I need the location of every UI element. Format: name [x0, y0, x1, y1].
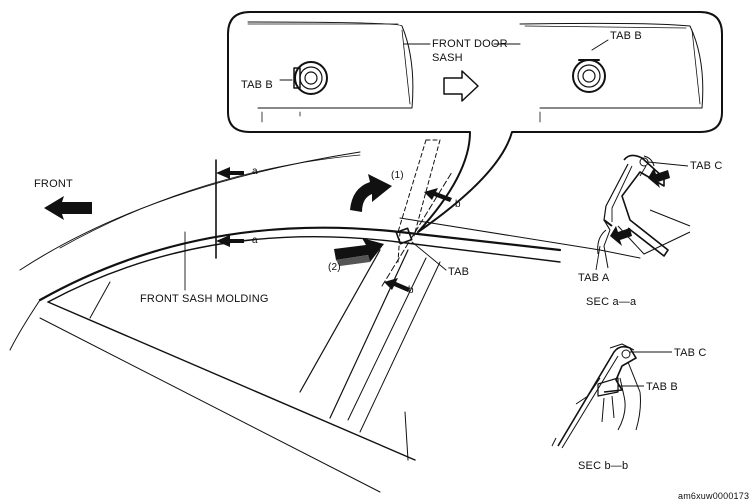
section-aa-push-arrow-bottom: [610, 226, 632, 246]
inset-right-clip: [572, 39, 609, 93]
section-bb-detail: [551, 343, 641, 449]
section-aa-detail: [597, 154, 691, 269]
section-bb-tab-c-label: TAB C: [674, 347, 707, 359]
inset-callout-box: [227, 11, 723, 233]
section-b-top-arrow: [424, 188, 452, 202]
inset-transition-arrow: [443, 70, 479, 102]
dashed-removal-path: [397, 139, 441, 263]
front-sash-molding-label: FRONT SASH MOLDING: [140, 293, 269, 305]
section-aa-tab-a-leader: [595, 245, 601, 271]
section-bb-tab-b-label: TAB B: [646, 381, 678, 393]
figure-code: am6xuw0000173: [678, 491, 750, 501]
section-b-bottom-label: b: [408, 285, 414, 296]
step-2-arrow: [334, 238, 384, 262]
section-aa-tab-a-label: TAB A: [578, 272, 610, 284]
step-1-label: (1): [391, 170, 404, 181]
inset-right-tab-label: TAB B: [610, 30, 642, 42]
front-label: FRONT: [34, 178, 73, 190]
section-b-cut-line: [381, 171, 453, 287]
section-aa-title: SEC a—a: [586, 296, 637, 308]
section-a-top-label: a: [252, 166, 258, 177]
section-a-top-arrow: [216, 167, 244, 179]
step-2-label: (2): [328, 262, 341, 273]
tab-clip-marker: [395, 227, 413, 245]
front-direction-arrow: [44, 196, 92, 220]
door-body-lines: [9, 151, 641, 493]
section-a-bottom-arrow: [216, 235, 244, 247]
section-bb-title: SEC b—b: [578, 460, 629, 472]
section-b-top-label: b: [455, 199, 461, 210]
step-2-arrow-shade: [336, 255, 370, 266]
inset-left-clip: [279, 61, 328, 95]
inset-left-tab-label: TAB B: [241, 79, 273, 91]
section-aa-tab-c-label: TAB C: [690, 160, 723, 172]
step-1-arrow: [350, 174, 392, 212]
section-aa-tab-c-leader: [647, 161, 689, 167]
inset-sash-label-line2: SASH: [432, 52, 463, 64]
section-aa-push-arrow-top: [648, 168, 670, 188]
tab-label: TAB: [448, 266, 470, 278]
section-a-bottom-label: a: [252, 235, 258, 246]
tab-leader: [411, 241, 447, 271]
section-b-bottom-arrow: [384, 278, 410, 292]
inset-sash-label-line1: FRONT DOOR: [432, 38, 508, 50]
